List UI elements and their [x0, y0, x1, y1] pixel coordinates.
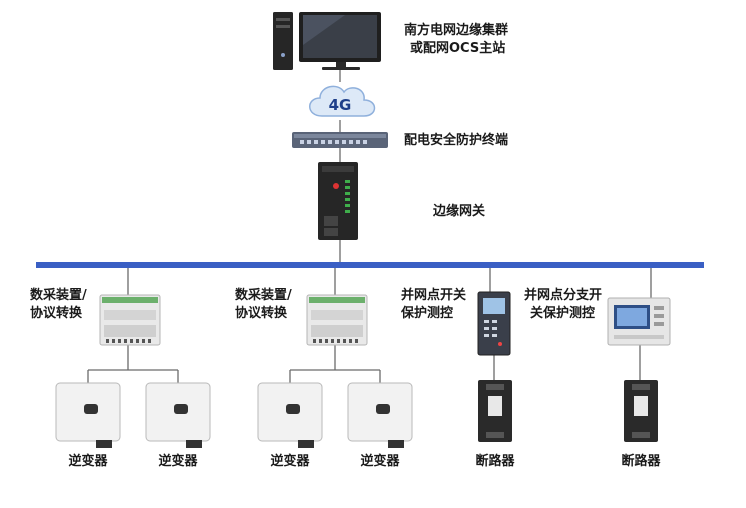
inverter-3-label: 逆变器	[270, 454, 310, 469]
branch-protection-device-icon	[607, 297, 671, 346]
data-collector-left-icon	[99, 294, 161, 346]
breaker-1-icon	[478, 380, 512, 442]
inverter-2-label: 逆变器	[158, 454, 198, 469]
edge-gateway-icon	[318, 162, 358, 240]
breaker-2-label: 断路器	[621, 454, 661, 469]
connection-lines	[87, 70, 652, 383]
master-station-label-line1: 南方电网边缘集群	[404, 23, 509, 38]
security-terminal-icon	[292, 132, 388, 148]
security-terminal-label: 配电安全防护终端	[404, 133, 509, 148]
data-collector-mid-icon	[306, 294, 368, 346]
branch-protection-label-line1: 并网点分支开	[524, 288, 603, 303]
collector-mid-label-line1: 数采装置/	[235, 288, 292, 303]
grid-point-protection-device-icon	[477, 291, 511, 356]
breaker-1-label: 断路器	[475, 454, 515, 469]
collector-mid-label-line2: 协议转换	[235, 306, 288, 321]
grid-point-protection-label-line1: 并网点开关	[401, 288, 467, 303]
collector-left-label-line1: 数采装置/	[30, 288, 87, 303]
edge-gateway-label: 边缘网关	[433, 204, 486, 219]
inverter-1-label: 逆变器	[68, 454, 108, 469]
inverter-4-label: 逆变器	[360, 454, 400, 469]
master-station-computer-icon	[273, 12, 381, 70]
communication-bus	[36, 262, 704, 268]
inverter-1-icon	[55, 382, 121, 448]
grid-point-protection-label-line2: 保护测控	[401, 306, 454, 321]
network-label: 4G	[329, 96, 352, 114]
inverter-4-icon	[347, 382, 413, 448]
4g-cloud-icon	[309, 85, 376, 117]
inverter-2-icon	[145, 382, 211, 448]
collector-left-label-line2: 协议转换	[30, 306, 83, 321]
inverter-3-icon	[257, 382, 323, 448]
master-station-label-line2: 或配网OCS主站	[410, 41, 506, 56]
breaker-2-icon	[624, 380, 658, 442]
branch-protection-label-line2: 关保护测控	[530, 306, 596, 321]
